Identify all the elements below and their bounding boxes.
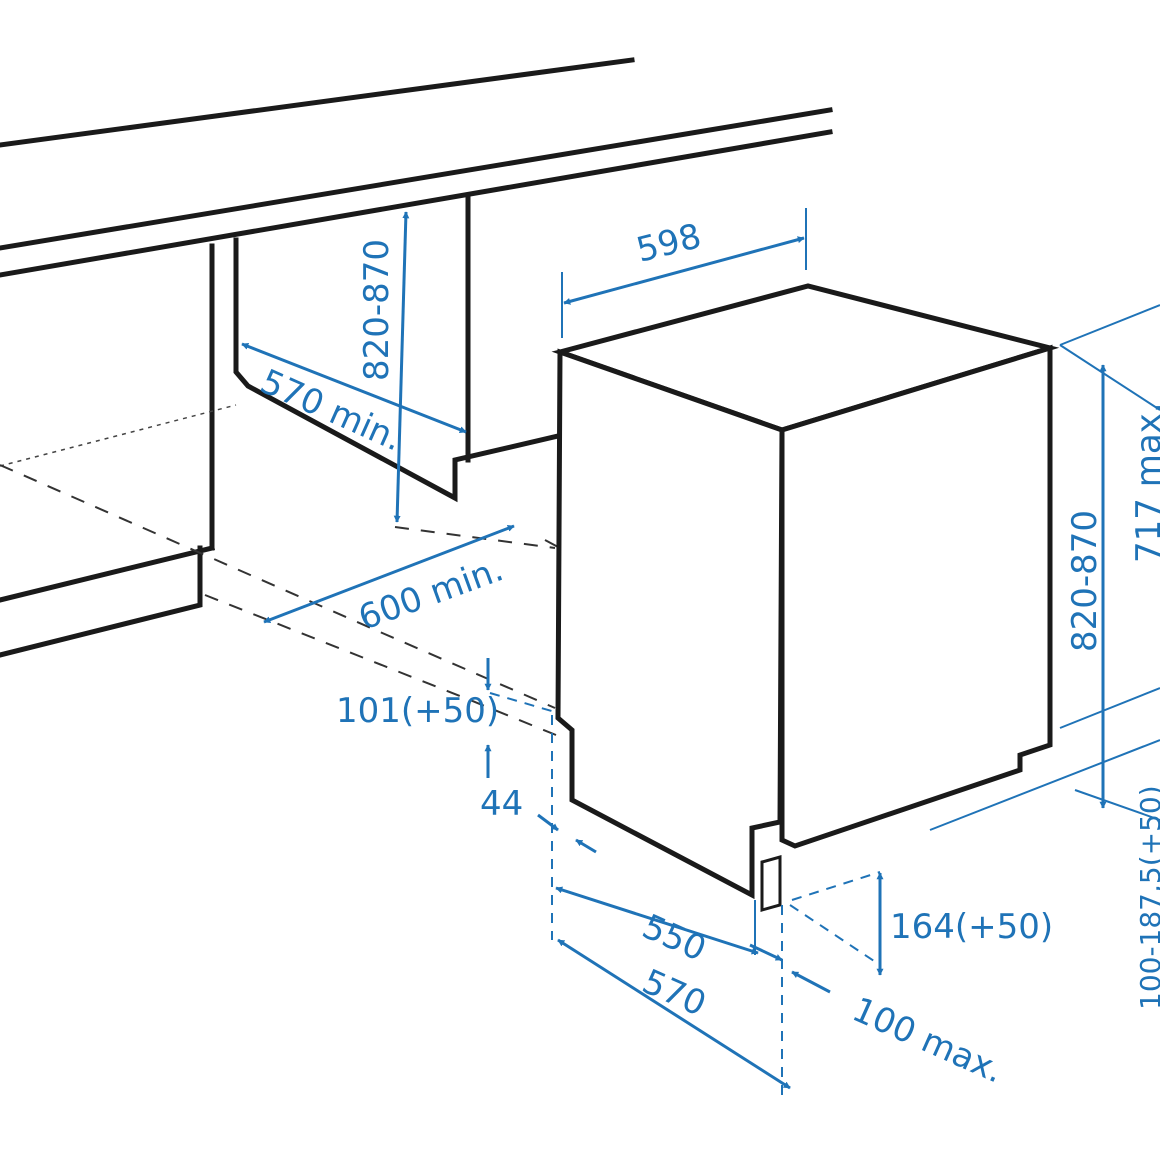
label-foot-offset: 101(+50) [336, 691, 499, 731]
dimension-arrows [241, 211, 1107, 1090]
arrow-niche-depth [241, 342, 467, 434]
label-niche-width: 600 min. [353, 549, 508, 638]
arrow-toe-kick-b [575, 838, 597, 854]
arrow-niche-height [393, 211, 410, 523]
label-plinth-height: 164(+50) [890, 907, 1053, 947]
arrow-total-depth [557, 938, 791, 1090]
arrow-toe-kick-a [537, 813, 559, 832]
label-toe-kick: 44 [480, 784, 523, 824]
label-plinth-depth: 100 max. [846, 990, 1009, 1092]
left-cabinet [0, 243, 216, 658]
arrow-plinth-depth-a [749, 943, 783, 962]
label-appliance-width: 598 [633, 216, 706, 271]
arrow-plinth-depth-b [791, 970, 831, 994]
label-body-depth: 550 [636, 907, 712, 970]
niche-walls [233, 193, 562, 503]
label-niche-height: 820-870 [357, 239, 397, 381]
label-appliance-height: 820-870 [1065, 510, 1105, 652]
label-door-height: 717 max. [1129, 402, 1160, 563]
arrow-appliance-width [563, 236, 805, 305]
dishwasher [551, 283, 1060, 912]
countertop [0, 57, 833, 278]
arrow-niche-width [263, 524, 515, 624]
label-plinth-range: 100-187,5(+50) [1134, 785, 1160, 1010]
